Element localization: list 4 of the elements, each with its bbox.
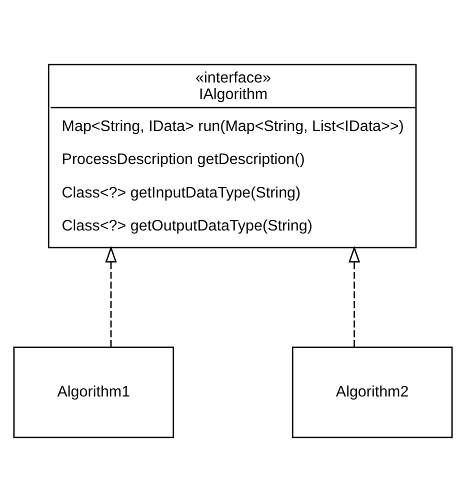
arrow: [348, 246, 360, 347]
node-box: Algorithm2: [292, 346, 453, 438]
arrow: [105, 246, 117, 347]
node-box: Algorithm1: [13, 346, 174, 438]
